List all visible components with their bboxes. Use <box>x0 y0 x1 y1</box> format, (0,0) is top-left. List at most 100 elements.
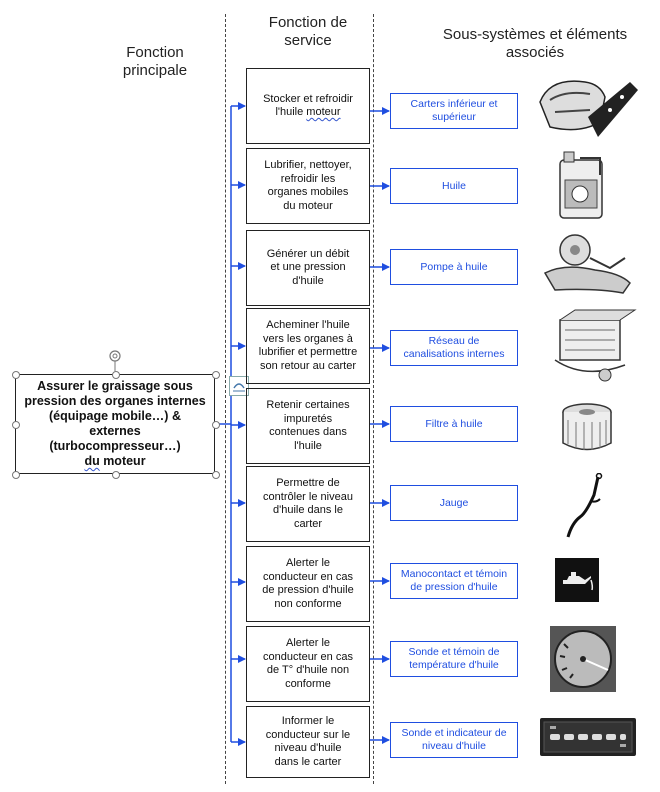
service-function-line: Acheminer l'huile <box>266 319 350 331</box>
main-function-line: du moteur <box>20 454 210 469</box>
resize-handle[interactable] <box>112 371 120 379</box>
service-function-line: conforme <box>285 677 331 690</box>
main-function-du: du <box>84 454 100 468</box>
header-line: Sous-systèmes et éléments <box>442 26 628 43</box>
sub-system-box[interactable]: Filtre à huile <box>390 406 518 442</box>
sub-system-line: température d'huile <box>409 659 499 671</box>
resize-handle[interactable] <box>212 421 220 429</box>
layout-options-icon[interactable] <box>229 376 249 396</box>
service-function-line: conducteur sur le <box>265 728 351 741</box>
main-function-moteur: moteur <box>99 454 146 468</box>
service-function-line: Retenir certaines <box>266 399 350 411</box>
service-function-underlined: moteur <box>306 106 341 118</box>
header-line: associés <box>505 44 565 61</box>
header-line: Fonction de <box>268 14 348 31</box>
temperature-gauge-icon <box>550 626 616 692</box>
service-function-line: carter <box>293 517 323 530</box>
oil-filter-icon <box>562 403 612 451</box>
resize-handle[interactable] <box>212 471 220 479</box>
service-function-line: niveau d'huile <box>274 742 342 754</box>
resize-handle[interactable] <box>12 471 20 479</box>
resize-handle[interactable] <box>112 471 120 479</box>
header-line: service <box>284 32 332 49</box>
main-function-box[interactable]: Assurer le graissage sous pression des o… <box>15 374 215 474</box>
service-function-text: l'huile <box>275 106 307 118</box>
oil-warning-icon <box>555 558 599 602</box>
header-fonction-service: Fonction de service <box>248 14 368 50</box>
header-sous-systemes: Sous-systèmes et éléments associés <box>420 26 650 62</box>
sub-system-line: Sonde et indicateur de <box>401 727 507 739</box>
service-function-line: de T° d'huile non <box>266 664 350 676</box>
sub-system-line: supérieur <box>432 111 476 123</box>
sub-system-box[interactable]: Huile <box>390 168 518 204</box>
service-function-line: de pression d'huile <box>262 584 354 596</box>
level-indicator-icon <box>540 718 636 756</box>
sub-system-line: niveau d'huile <box>422 740 486 752</box>
main-function-line: (équipage mobile…) & <box>49 409 181 423</box>
service-function-line: non conforme <box>274 597 342 610</box>
sub-system-line: Manocontact et témoin <box>400 568 508 580</box>
service-function-line: Alerter le <box>285 557 331 569</box>
service-function-line: conducteur en cas <box>263 570 353 583</box>
service-function-line: l'huile moteur <box>251 106 365 120</box>
sub-system-line: Pompe à huile <box>420 260 488 273</box>
sub-system-line: Carters inférieur et <box>410 98 498 110</box>
service-function-line: Générer un débit <box>266 247 350 260</box>
column-separator-left <box>225 14 226 784</box>
service-function-line: d'huile dans le <box>273 504 343 516</box>
carter-pan-icon <box>539 80 638 137</box>
service-function-line: son retour au carter <box>260 359 356 372</box>
sub-system-line: Huile <box>442 179 466 192</box>
header-line: Fonction <box>126 44 184 61</box>
service-function-line: contrôler le niveau <box>263 490 353 503</box>
service-function-line: contenues dans <box>269 426 347 438</box>
oil-pump-icon <box>543 234 631 294</box>
service-function-line: Permettre de <box>276 477 340 489</box>
header-line: principale <box>122 62 188 79</box>
service-function-line: conducteur en cas <box>263 650 353 663</box>
sub-system-box[interactable]: Pompe à huile <box>390 249 518 285</box>
sub-system-line: de pression d'huile <box>410 581 498 593</box>
service-function-line: Stocker et refroidir <box>263 92 353 105</box>
header-fonction-principale: Fonction principale <box>100 44 210 80</box>
main-function-line: pression des organes internes <box>24 394 206 408</box>
main-function-line: Assurer le graissage sous <box>37 379 193 393</box>
dipstick-icon <box>566 473 603 538</box>
sub-system-line: Sonde et témoin de <box>408 646 500 658</box>
oil-can-icon <box>559 151 603 219</box>
resize-handle[interactable] <box>12 421 20 429</box>
service-function-line: vers les organes à <box>263 332 353 345</box>
main-function-line: (turbocompresseur…) <box>49 439 181 453</box>
layout-options-glyph <box>233 383 245 392</box>
resize-handle[interactable] <box>12 371 20 379</box>
resize-handle[interactable] <box>212 371 220 379</box>
service-function-line: et une pression <box>270 261 346 274</box>
service-function-line: organes mobiles <box>267 186 349 198</box>
sub-system-box[interactable]: Jauge <box>390 485 518 521</box>
rotate-handle-icon[interactable] <box>107 349 123 371</box>
sub-system-line: Filtre à huile <box>425 417 483 430</box>
service-function-line: impuretés <box>283 412 333 425</box>
column-separator-right <box>373 14 374 784</box>
service-function-line: lubrifier et permettre <box>258 346 358 358</box>
engine-block-icon <box>554 309 637 382</box>
service-function-line: l'huile <box>294 439 322 452</box>
sub-system-line: Jauge <box>439 496 469 509</box>
sub-system-line: Réseau de <box>428 335 480 347</box>
sub-system-line: canalisations internes <box>403 348 505 360</box>
